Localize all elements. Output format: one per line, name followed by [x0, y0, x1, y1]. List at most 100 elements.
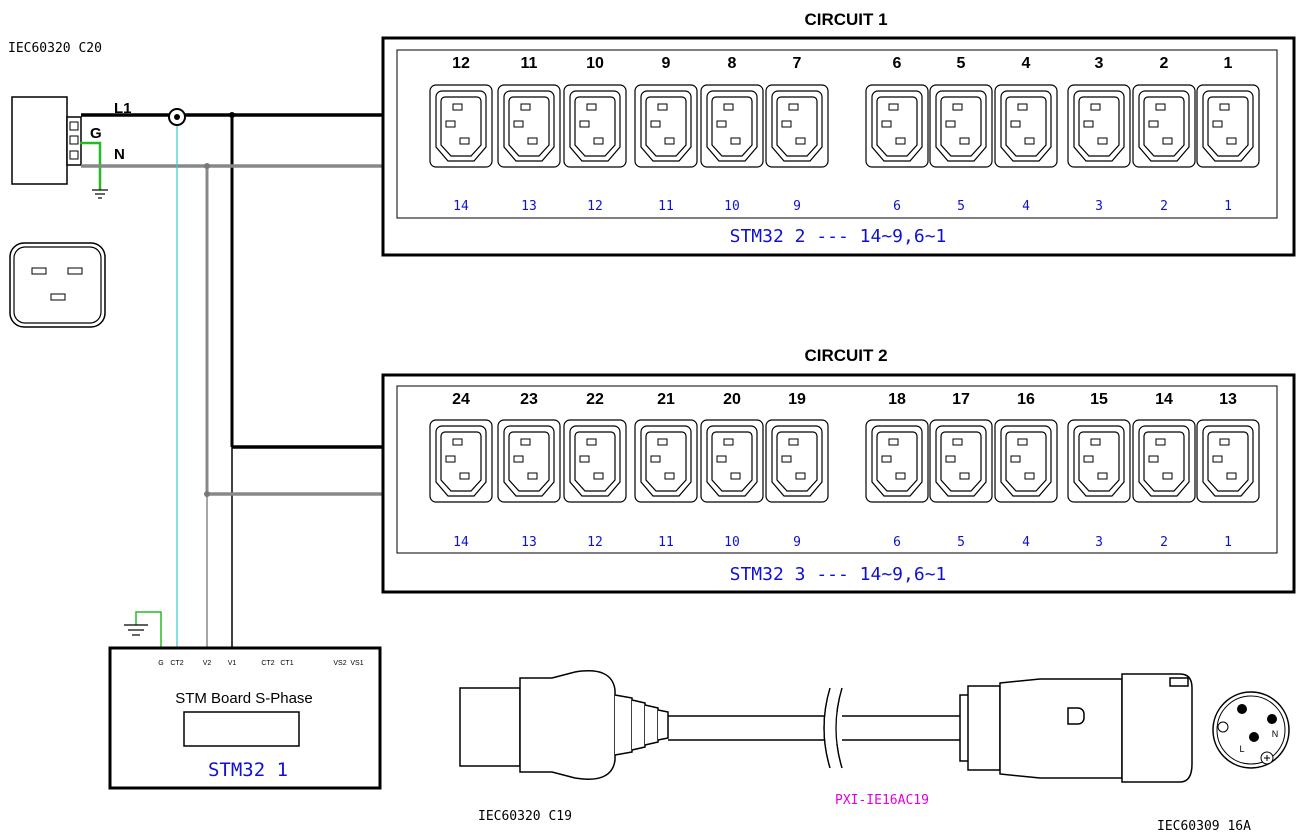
- inlet-ground-wire: [80, 141, 108, 199]
- c13-outlet-7: [765, 84, 829, 168]
- c13-outlet-20: [700, 419, 764, 503]
- circuit1-outlet-3: 3: [1095, 55, 1104, 72]
- c13-outlet-12: [429, 84, 493, 168]
- circuit2-channel: 9: [793, 535, 801, 550]
- stm-board-label: STM32 1: [208, 759, 288, 781]
- iec60309-plug: [959, 673, 1193, 783]
- iec60309-front-icon: N L: [1212, 691, 1290, 769]
- circuit1-outlet-7: 7: [793, 55, 802, 72]
- current-transformer-ct2: [168, 108, 186, 648]
- c20-front-icon: [9, 242, 106, 328]
- circuit1-outlet-11: 11: [521, 55, 538, 72]
- c13-outlet-11: [497, 84, 561, 168]
- circuit2-outlet-13: 13: [1219, 391, 1237, 408]
- pin-ct1: CT1: [280, 660, 293, 667]
- iec60309-label: IEC60309 16A: [1157, 819, 1251, 834]
- pin-v2: V2: [203, 660, 212, 667]
- circuit2-channel: 10: [724, 535, 740, 550]
- circuit2-outlet-17: 17: [952, 391, 970, 408]
- stm-board-pins: G CT2 V2 V1 CT2 CT1 VS2 VS1: [158, 660, 363, 667]
- c13-outlet-6: [865, 84, 929, 168]
- circuit1-channel: 1: [1224, 199, 1232, 214]
- circuit1-channel: 9: [793, 199, 801, 214]
- c13-outlet-8: [700, 84, 764, 168]
- cable-model-label: PXI-IE16AC19: [835, 793, 929, 808]
- circuit1-channel: 2: [1160, 199, 1168, 214]
- circuit2-channel-numbers: 14 13 12 11 10 9 6 5 4 3 2 1: [453, 535, 1232, 550]
- circuit1-channel-numbers: 14 13 12 11 10 9 6 5 4 3 2 1: [453, 199, 1232, 214]
- pin-ct2: CT2: [170, 660, 183, 667]
- circuit1-channel: 3: [1095, 199, 1103, 214]
- stm-board: [108, 646, 382, 790]
- board-ground-wire: [124, 611, 162, 648]
- circuit2-channel: 3: [1095, 535, 1103, 550]
- plug-n-label: N: [1272, 729, 1279, 739]
- c13-outlet-3: [1067, 84, 1131, 168]
- circuit2-outlet-numbers: 24 23 22 21 20 19 18 17 16 15 14 13: [452, 391, 1237, 408]
- neutral-wire: [81, 163, 383, 648]
- circuit1-channel: 5: [957, 199, 965, 214]
- circuit1-outlet-5: 5: [957, 55, 966, 72]
- circuit2-channel: 1: [1224, 535, 1232, 550]
- c13-outlet-21: [634, 419, 698, 503]
- circuit1-board-label: STM32 2 --- 14~9,6~1: [730, 226, 947, 247]
- circuit2-outlet-15: 15: [1090, 391, 1108, 408]
- circuit2-outlet-20: 20: [723, 391, 741, 408]
- c13-outlet-9: [634, 84, 698, 168]
- line-l1-wire: [81, 112, 383, 648]
- circuit2-channel: 4: [1022, 535, 1030, 550]
- stm-board-title: STM Board S-Phase: [175, 690, 313, 707]
- circuit1-channel: 6: [893, 199, 901, 214]
- circuit2-board-label: STM32 3 --- 14~9,6~1: [730, 564, 947, 585]
- c13-outlet-13: [1196, 419, 1260, 503]
- circuit2-channel: 14: [453, 535, 469, 550]
- circuit1-outlet-4: 4: [1022, 55, 1031, 72]
- c13-outlet-16: [994, 419, 1058, 503]
- circuit2-outlet-14: 14: [1155, 391, 1173, 408]
- circuit1-channel: 10: [724, 199, 740, 214]
- circuit1-outlet-9: 9: [662, 55, 671, 72]
- c13-outlet-24: [429, 419, 493, 503]
- circuit2-channel: 5: [957, 535, 965, 550]
- circuit2-outlet-23: 23: [520, 391, 538, 408]
- circuit1-channel: 4: [1022, 199, 1030, 214]
- circuit1-channel: 11: [658, 199, 674, 214]
- plug-l-label: L: [1239, 744, 1244, 754]
- circuit1-outlet-12: 12: [452, 55, 470, 72]
- inlet-connector: [11, 96, 82, 185]
- circuit2-channel: 12: [587, 535, 603, 550]
- circuit1-channel: 14: [453, 199, 469, 214]
- circuit2-outlet-24: 24: [452, 391, 470, 408]
- circuit1-outlet-10: 10: [586, 55, 604, 72]
- c19-label: IEC60320 C19: [478, 809, 572, 824]
- c13-outlet-19: [765, 419, 829, 503]
- circuit2-channel: 2: [1160, 535, 1168, 550]
- circuit2-title: CIRCUIT 2: [804, 346, 887, 365]
- circuit2-outlet-22: 22: [586, 391, 604, 408]
- circuit2-channel: 11: [658, 535, 674, 550]
- ground-label: G: [90, 125, 102, 142]
- circuit1-channel: 13: [521, 199, 537, 214]
- circuit1-outlet-numbers: 12 11 10 9 8 7 6 5 4 3 2 1: [452, 55, 1232, 72]
- circuit2-outlet-18: 18: [888, 391, 906, 408]
- c13-outlet-2: [1132, 84, 1196, 168]
- circuit1-outlet-8: 8: [728, 55, 737, 72]
- c13-outlet-23: [497, 419, 561, 503]
- neutral-label: N: [114, 146, 125, 163]
- c13-outlet-15: [1067, 419, 1131, 503]
- cable-body: [668, 687, 960, 769]
- circuit1-outlet-6: 6: [893, 55, 902, 72]
- c19-connector: [459, 670, 669, 780]
- c13-outlet-5: [929, 84, 993, 168]
- circuit1-channel: 12: [587, 199, 603, 214]
- c13-outlet-10: [563, 84, 627, 168]
- pin-vs2: VS2: [333, 660, 346, 667]
- pin-vs1: VS1: [350, 660, 363, 667]
- pin-g: G: [158, 660, 163, 667]
- c13-outlet-14: [1132, 419, 1196, 503]
- circuit2-channel: 6: [893, 535, 901, 550]
- circuit2-channel: 13: [521, 535, 537, 550]
- c13-outlet-1: [1196, 84, 1260, 168]
- circuit1-outlet-2: 2: [1160, 55, 1169, 72]
